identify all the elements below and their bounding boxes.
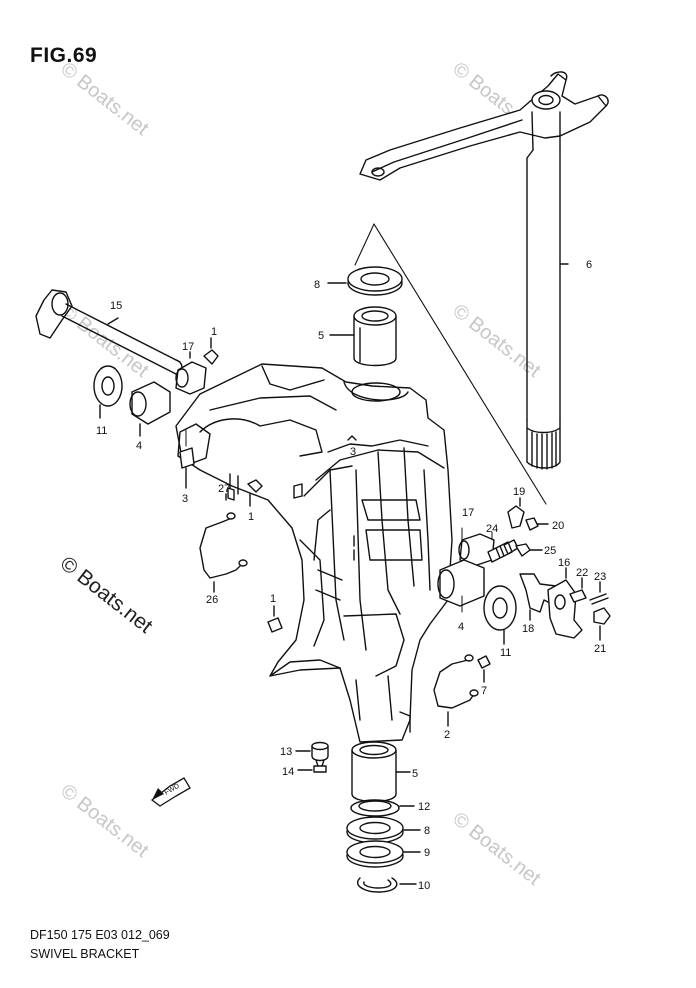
callout-16: 16 [558, 557, 570, 569]
washer-right-11 [483, 585, 517, 645]
nut-21 [593, 607, 611, 641]
swivel-bracket-body [175, 363, 453, 743]
pin-22-23 [569, 577, 609, 605]
callout-10: 10 [418, 880, 430, 892]
callout-8-lower: 8 [424, 825, 430, 837]
callout-23: 23 [594, 571, 606, 583]
callout-15: 15 [110, 300, 122, 312]
washer-9 [346, 840, 421, 868]
callout-4-left: 4 [136, 440, 142, 452]
bolt-7 [477, 655, 491, 683]
callout-2: 2 [444, 729, 450, 741]
grease-nipple-top [203, 337, 219, 365]
callout-7: 7 [481, 685, 487, 697]
callout-12: 12 [418, 801, 430, 813]
callout-25: 25 [544, 545, 556, 557]
ground-wire-left [199, 512, 248, 593]
bushing-lower-5 [351, 741, 411, 803]
bushing-left [129, 381, 171, 437]
figure-code: DF150 175 E03 012_069 [30, 928, 170, 942]
callout-6: 6 [586, 259, 592, 271]
callout-24: 24 [486, 523, 498, 535]
shim-12 [350, 799, 415, 817]
spring-pin-25 [515, 543, 543, 557]
callout-1-lower: 1 [270, 593, 276, 605]
callout-3-body: 3 [350, 446, 356, 458]
cap-13 [295, 741, 329, 762]
callout-1-mid: 1 [248, 511, 254, 523]
callout-11-left: 11 [96, 425, 107, 437]
bushing-upper [329, 306, 397, 367]
callout-20: 20 [552, 520, 564, 532]
callout-26: 26 [206, 594, 218, 606]
callout-1-top: 1 [211, 326, 217, 338]
snap-ring-10 [357, 877, 417, 893]
stopper-bracket-19 [507, 497, 525, 529]
callout-5-lower: 5 [412, 768, 418, 780]
callout-27: 27 [218, 483, 230, 495]
callout-17-left: 17 [182, 341, 194, 353]
washer-upper [327, 266, 403, 296]
grease-nipple-lower [267, 605, 283, 633]
callout-14: 14 [282, 766, 294, 778]
callout-9: 9 [424, 847, 430, 859]
screw-small-left [225, 479, 263, 507]
ground-wire-right [433, 654, 479, 727]
callout-5-top: 5 [318, 330, 324, 342]
callout-22: 22 [576, 567, 588, 579]
callout-numbers: 1 1 1 2 3 3 4 4 5 5 6 7 8 8 9 10 11 11 1… [96, 259, 606, 892]
fwd-arrow: FWD [150, 777, 191, 807]
callout-4-right: 4 [458, 621, 464, 633]
washer-left [93, 365, 123, 419]
collar-left [175, 351, 207, 395]
steering-shaft-part [359, 71, 609, 470]
bushing-right-4 [437, 559, 485, 607]
callout-8-top: 8 [314, 279, 320, 291]
callout-18: 18 [522, 623, 534, 635]
bolt-20 [525, 517, 549, 531]
callout-21: 21 [594, 643, 606, 655]
tilt-pin-part [35, 289, 183, 375]
plug-part [179, 447, 195, 489]
callout-11-right: 11 [500, 647, 511, 659]
callout-17-right: 17 [462, 507, 474, 519]
figure-name: SWIVEL BRACKET [30, 947, 140, 961]
washer-lower-8 [346, 816, 421, 844]
callout-3-left: 3 [182, 493, 188, 505]
figure-title: FIG.69 [30, 44, 98, 67]
callout-19: 19 [513, 486, 525, 498]
callout-13: 13 [280, 746, 292, 758]
screw-14 [297, 759, 327, 773]
